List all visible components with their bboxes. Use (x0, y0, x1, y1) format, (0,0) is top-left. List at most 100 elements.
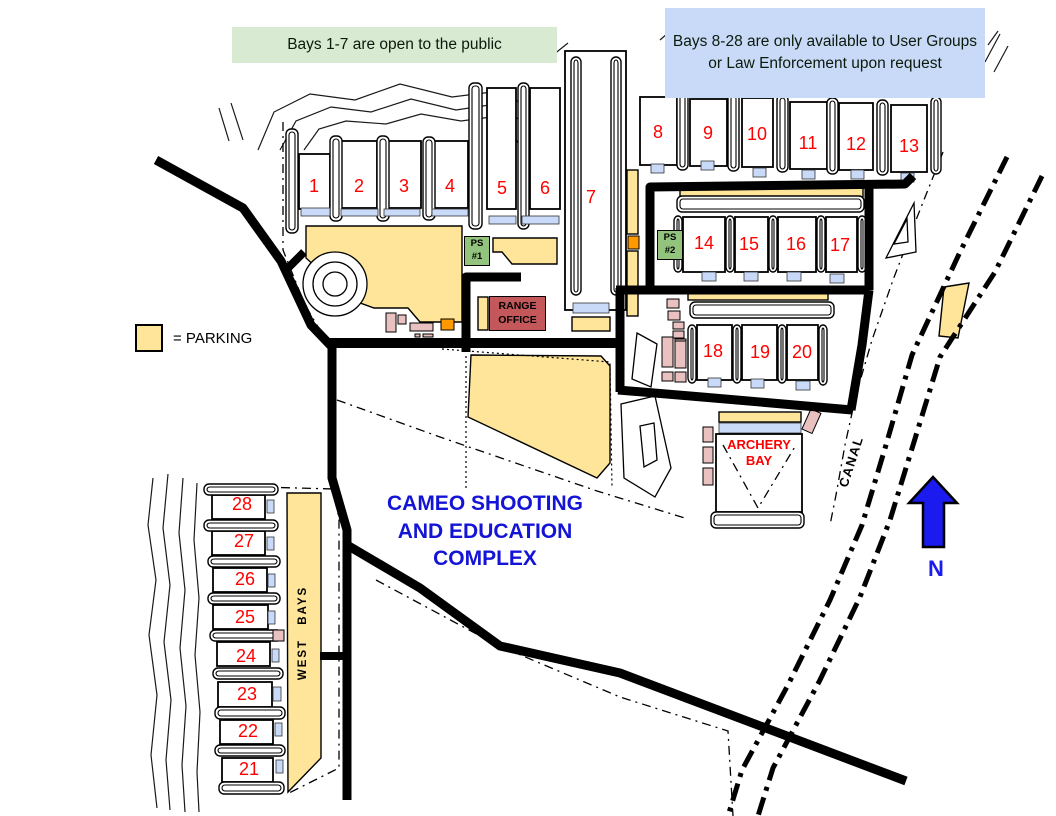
contour (147, 477, 158, 809)
north-arrow-glyph (906, 475, 960, 549)
island (631, 331, 658, 388)
bay-25-label: 25 (234, 607, 256, 627)
bay-16-label: 16 (785, 234, 807, 254)
berm-inner (573, 59, 579, 293)
boundary-dotted (441, 348, 613, 489)
berm-inner (829, 100, 836, 172)
bay-28-label: 28 (231, 494, 253, 514)
berm (732, 324, 742, 384)
bay-box (340, 140, 378, 209)
covered-strip (850, 169, 865, 180)
bay-23-label: 23 (236, 684, 258, 704)
berm-inner (679, 198, 862, 210)
bay-box (838, 102, 874, 171)
ps1-box: PS #1 (464, 236, 490, 266)
bay-4-label: 4 (444, 176, 455, 196)
berm-inner (288, 131, 296, 231)
berm (689, 301, 835, 319)
building (702, 446, 714, 464)
building (666, 298, 680, 309)
berm-inner (471, 85, 480, 227)
bay-2-label: 2 (353, 176, 364, 196)
covered-strip (383, 208, 421, 217)
covered-strip (266, 536, 275, 551)
berm-inner (217, 709, 283, 717)
contour (178, 477, 187, 813)
berm-inner (780, 327, 784, 381)
berm-inner (819, 218, 823, 270)
parking-areas (286, 225, 970, 794)
bay-18-label: 18 (702, 341, 724, 361)
road (327, 345, 352, 800)
berm (212, 667, 284, 680)
bay-box (825, 216, 858, 273)
bay-box (387, 140, 422, 209)
berm (209, 629, 283, 642)
berm (816, 215, 826, 273)
road (617, 385, 853, 415)
roads (153, 156, 917, 800)
berm-inner (690, 327, 694, 381)
roundabout-ring (312, 261, 358, 307)
covered-strip (267, 610, 276, 625)
bay-box (734, 216, 769, 273)
berm (610, 56, 622, 296)
covered-strip (743, 271, 759, 282)
berm (376, 135, 390, 222)
buildings (272, 298, 714, 642)
bay-1-label: 1 (308, 176, 319, 196)
berm-inner (771, 218, 775, 270)
berm (676, 195, 865, 213)
building (674, 371, 687, 383)
berm-inner (210, 558, 278, 565)
road (846, 289, 874, 411)
bay-26-label: 26 (234, 569, 256, 589)
archery-bay-box (715, 433, 803, 513)
bay-7-label: 7 (585, 187, 596, 207)
bay-box (486, 87, 517, 210)
berm (727, 92, 740, 172)
bay-11-label: 11 (798, 133, 818, 153)
parking-legend: = PARKING (135, 324, 252, 352)
bay-box (221, 757, 274, 783)
bay-21-label: 21 (238, 759, 260, 779)
berm (422, 136, 436, 221)
building (702, 467, 714, 486)
berm-inner (520, 85, 527, 227)
berm (710, 511, 805, 529)
berm (570, 56, 582, 296)
banner-restricted-bays: Bays 8-28 are only available to User Gro… (665, 8, 985, 98)
covered-strip (521, 215, 560, 225)
parking-strip (626, 250, 639, 317)
road (283, 249, 307, 273)
berm-inner (821, 327, 825, 383)
covered-strip (271, 648, 280, 663)
covered-strip (488, 215, 517, 225)
building (702, 426, 714, 443)
boundary (336, 399, 689, 520)
covered-strip (650, 163, 665, 174)
marker (627, 235, 640, 250)
canal-west-bank (725, 155, 1010, 816)
road (344, 541, 908, 786)
structures (620, 200, 917, 529)
berms (203, 56, 942, 795)
parking-wedge-east (938, 282, 970, 339)
bay-19-label: 19 (749, 342, 771, 362)
berm (214, 744, 286, 757)
berm-inner (735, 327, 739, 381)
building (409, 322, 434, 332)
berm-inner (332, 138, 340, 219)
berm (285, 128, 299, 234)
bay-box (216, 641, 271, 667)
banner-public-bays: Bays 1-7 are open to the public (232, 27, 557, 63)
bay-20-label: 20 (791, 342, 813, 362)
berm (218, 781, 285, 795)
contour (230, 102, 244, 141)
building (661, 336, 674, 368)
berm (207, 555, 281, 568)
building (661, 371, 674, 382)
berm (207, 592, 281, 605)
covered-strip (700, 160, 715, 171)
